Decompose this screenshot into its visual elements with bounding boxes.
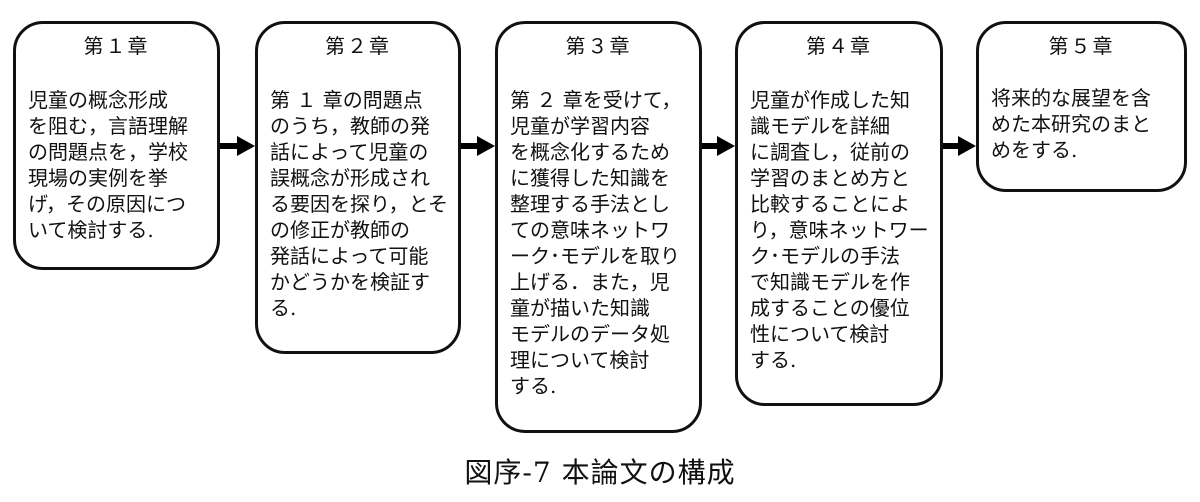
chapter-2-line: のうち，教師の発	[270, 114, 430, 138]
chapter-3-line: する.	[510, 374, 557, 398]
chapter-1-box: 第１章 児童の概念形成 を阻む，言語理解 の問題点を，学校 現場の実例を挙 げ，…	[13, 21, 220, 270]
arrow-1-to-2	[220, 136, 255, 156]
chapter-4-line: する.	[750, 348, 797, 372]
arrow-2-to-3	[461, 136, 495, 156]
chapter-3-line: 理について検討	[510, 348, 650, 372]
chapter-2-description: 第 １ 章の問題点 のうち，教師の発 話によって児童の 誤概念が形成され る要因…	[270, 87, 446, 321]
chapter-3-line: 第 ２ 章を受けて，	[510, 88, 682, 112]
chapter-4-title: 第４章	[806, 34, 872, 58]
chapter-4-line: に調査し，従前の	[750, 140, 910, 164]
chapter-4-line: で知識モデルを作	[750, 270, 910, 294]
chapter-1-line: げ，その原因につ	[28, 192, 186, 216]
chapter-3-line: 上げる．また，児	[510, 270, 670, 294]
chapter-1-title: 第１章	[83, 34, 150, 58]
chapter-2-title: 第２章	[325, 34, 391, 58]
chapter-5-title: 第５章	[1048, 34, 1115, 58]
chapter-5-line: めをする.	[991, 138, 1078, 162]
chapter-5-description: 将来的な展望を含 めた本研究のまと めをする.	[991, 85, 1172, 163]
chapter-5-line: 将来的な展望を含	[991, 86, 1151, 110]
chapter-4-box: 第４章 児童が作成した知 識モデルを詳細 に調査し，従前の 学習のまとめ方と 比…	[735, 21, 943, 406]
chapter-3-line: 童が描いた知識	[510, 296, 650, 320]
chapter-1-line: いて検討する.	[28, 218, 154, 242]
chapter-2-box: 第２章 第 １ 章の問題点 のうち，教師の発 話によって児童の 誤概念が形成され…	[255, 21, 461, 354]
chapter-3-line: モデルのデータ処	[510, 322, 670, 346]
chapter-4-line: 児童が作成した知	[750, 88, 910, 112]
arrow-4-to-5	[943, 136, 976, 156]
chapter-4-description: 児童が作成した知 識モデルを詳細 に調査し，従前の 学習のまとめ方と 比較するこ…	[750, 87, 928, 373]
chapter-3-line: ての意味ネットワ	[510, 218, 670, 242]
chapter-2-line: かどうかを検証す	[270, 270, 430, 294]
chapter-1-line: 児童の概念形成	[28, 88, 168, 112]
chapter-4-line: 学習のまとめ方と	[750, 166, 910, 190]
chapter-4-line: り，意味ネットワー	[750, 218, 928, 242]
chapter-3-box: 第３章 第 ２ 章を受けて， 児童が学習内容 を概念化するため に獲得した知識を…	[495, 21, 702, 433]
chapter-2-line: 誤概念が形成され	[270, 166, 430, 190]
chapter-2-line: 第 １ 章の問題点	[270, 88, 423, 112]
chapter-1-line: の問題点を，学校	[28, 140, 188, 164]
chapter-3-line: ーク･モデルを取り	[510, 244, 680, 268]
arrow-3-to-4	[702, 136, 735, 156]
chapter-4-line: 成することの優位	[750, 296, 910, 320]
chapter-3-line: を概念化するため	[510, 140, 670, 164]
chapter-1-line: 現場の実例を挙	[28, 166, 168, 190]
chapter-4-line: 性について検討	[750, 322, 890, 346]
chapter-3-line: 児童が学習内容	[510, 114, 650, 138]
chapter-2-line: 話によって児童の	[270, 140, 429, 164]
chapter-5-line: めた本研究のまと	[991, 112, 1151, 136]
chapter-2-line: る.	[270, 296, 297, 320]
chapter-2-line: 発話によって可能	[270, 244, 429, 268]
chapter-3-title: 第３章	[565, 34, 632, 58]
chapter-4-line: 比較することによ	[750, 192, 910, 216]
chapter-3-description: 第 ２ 章を受けて， 児童が学習内容 を概念化するため に獲得した知識を 整理す…	[510, 87, 687, 399]
figure-caption: 図序-7 本論文の構成	[464, 456, 736, 489]
chapter-3-line: 整理する手法とし	[510, 192, 670, 216]
chapter-2-line: る要因を探り，とそ	[270, 192, 446, 216]
chapter-1-description: 児童の概念形成 を阻む，言語理解 の問題点を，学校 現場の実例を挙 げ，その原因…	[28, 87, 205, 243]
chapter-4-line: ク･モデルの手法	[750, 244, 900, 268]
chapter-5-box: 第５章 将来的な展望を含 めた本研究のまと めをする.	[976, 21, 1187, 192]
chapter-4-line: 識モデルを詳細	[750, 114, 890, 138]
chapter-3-line: に獲得した知識を	[510, 166, 670, 190]
chapter-1-line: を阻む，言語理解	[28, 114, 188, 138]
chapter-2-line: の修正が教師の	[270, 218, 410, 242]
